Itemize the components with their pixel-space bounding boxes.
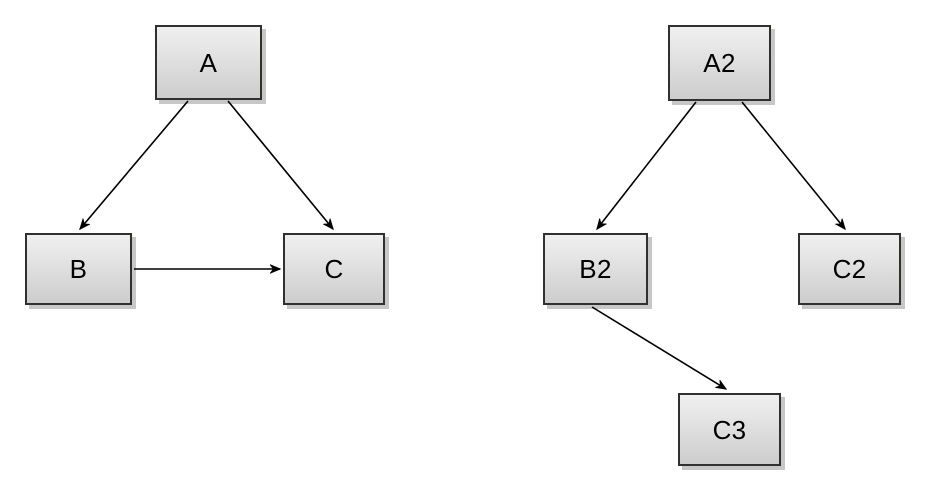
node-label: B2 [579, 254, 612, 284]
node-a2[interactable]: A2 [668, 25, 771, 101]
edge-a-to-b [80, 100, 189, 229]
node-label: C3 [712, 414, 747, 445]
node-c[interactable]: C [283, 233, 385, 305]
node-b[interactable]: B [25, 233, 132, 305]
node-a[interactable]: A [155, 25, 262, 100]
node-label: A [199, 47, 218, 78]
edges-group [80, 100, 845, 389]
node-label: B [69, 254, 88, 284]
node-c2[interactable]: C2 [798, 233, 901, 305]
node-label: C2 [832, 254, 867, 284]
node-label: A2 [703, 48, 736, 78]
node-b2[interactable]: B2 [543, 233, 648, 305]
node-c3[interactable]: C3 [678, 393, 781, 466]
node-label: C [324, 254, 344, 284]
edge-a-to-c [227, 100, 333, 229]
edge-a2-to-b2 [597, 101, 697, 229]
edge-a2-to-c2 [741, 101, 845, 229]
edge-b2-to-c3 [591, 306, 726, 389]
